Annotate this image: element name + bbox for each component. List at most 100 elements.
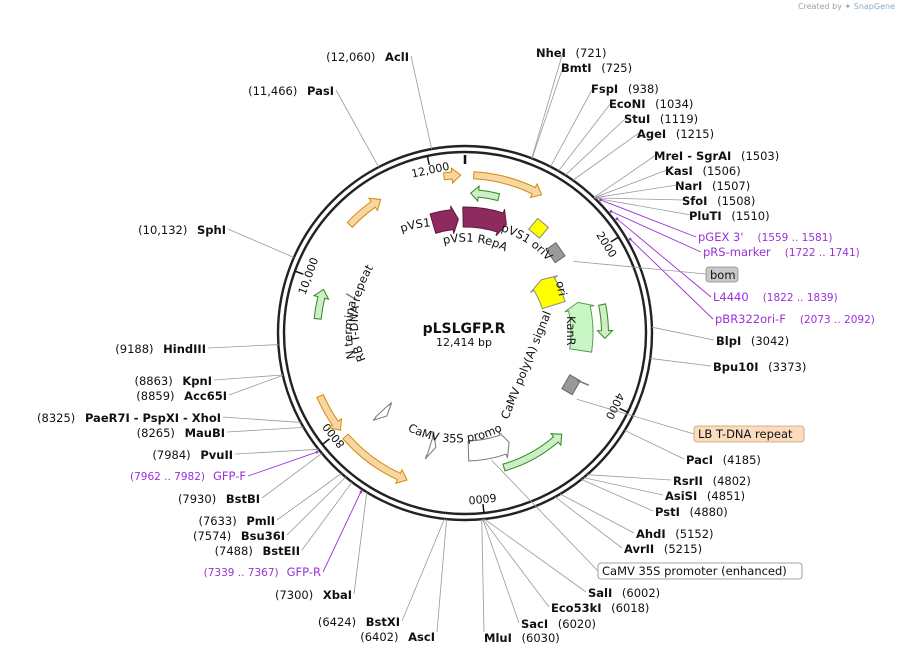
site-leader <box>651 326 715 341</box>
site-leader <box>531 66 564 159</box>
site-label-nhei: NheI (721) <box>536 46 606 60</box>
primer-mark <box>609 209 613 214</box>
bom-label: bom <box>710 268 736 282</box>
site-leader <box>650 358 712 367</box>
scale-tick-label: 4000 <box>603 391 627 422</box>
primer-mark <box>615 217 619 221</box>
site-leader <box>594 197 692 216</box>
site-leader <box>572 132 640 181</box>
camv35s-enhanced-box <box>597 562 803 580</box>
primer-label-pgex3: pGEX 3'(1559 .. 1581) <box>698 230 833 244</box>
orf-arrow-green <box>596 303 614 340</box>
scale-tick <box>482 503 485 514</box>
site-label-kpni: (8863) KpnI <box>134 374 212 388</box>
site-label-avrii: AvrII (5215) <box>624 542 702 556</box>
site-leader <box>594 184 678 199</box>
site-leader <box>593 154 657 198</box>
feature-leader <box>576 398 695 435</box>
site-label-pasi: (11,466) PasI <box>248 84 334 98</box>
primer-leader <box>322 491 362 573</box>
label-pvs1-stara: pVS1 StaA <box>0 0 435 235</box>
rb-tdna-mark <box>345 293 357 301</box>
site-leader <box>594 197 685 201</box>
primer-label-l4440: L4440(1822 .. 1839) <box>713 290 838 304</box>
site-leader <box>301 481 353 551</box>
kanr-arrow <box>564 301 595 353</box>
primer-label-gfp-r: (7339 .. 7367)GFP-R <box>204 565 321 579</box>
label-ori: ori <box>553 280 570 298</box>
snapgene-credit: Created by ✦ SnapGene <box>798 2 895 11</box>
primer-mark <box>598 198 603 202</box>
site-leader <box>261 452 323 499</box>
site-leader <box>207 344 279 349</box>
site-leader <box>276 473 342 521</box>
site-leader <box>581 479 654 512</box>
site-label-xbai: (7300) XbaI <box>275 588 352 602</box>
orf-arrow <box>316 393 343 431</box>
orf-arrow-green <box>502 433 563 472</box>
plasmid-name: pLSLGFP.R <box>423 321 506 337</box>
orf-arrow <box>473 171 543 199</box>
primer-leader <box>247 451 318 477</box>
site-label-maubi: (8265) MauBI <box>137 426 225 440</box>
site-leader <box>481 519 485 633</box>
orf-arrow-green <box>312 288 330 320</box>
primer-mark <box>359 490 363 494</box>
site-label-asisi: AsiSI (4851) <box>665 489 745 503</box>
primer-leader <box>629 238 714 320</box>
site-label-psti: PstI (4880) <box>655 505 728 519</box>
site-label-bpu10i: Bpu10I (3373) <box>713 360 806 374</box>
primer-mark <box>628 237 632 241</box>
site-leader <box>335 89 380 168</box>
pvs1-stara-arrow <box>429 205 459 234</box>
bom-box <box>705 266 739 283</box>
site-label-kasi: KasI (1506) <box>665 164 741 178</box>
site-label-saci: SacI (6020) <box>521 617 596 631</box>
primer-label-gfp-f: (7962 .. 7982)GFP-F <box>130 469 246 483</box>
site-leader <box>227 228 295 258</box>
site-leader <box>222 416 301 423</box>
site-label-agei: AgeI (1215) <box>637 127 714 141</box>
scale-tick <box>610 236 619 243</box>
site-label-stui: StuI (1119) <box>624 112 698 126</box>
site-label-pvuii: (7984) PvuII <box>152 448 233 462</box>
site-leader <box>587 474 672 481</box>
feature-leader <box>573 260 707 275</box>
site-label-mrei-sgrai: MreI - SgrAI (1503) <box>654 149 779 163</box>
site-label-hindiii: (9188) HindIII <box>115 342 206 356</box>
credit-prefix: Created by <box>797 2 842 11</box>
site-label-acc65i: (8859) Acc65I <box>136 389 227 403</box>
primer-leader <box>610 210 702 253</box>
feature-leader <box>491 459 599 572</box>
site-label-blpi: BlpI (3042) <box>716 334 789 348</box>
site-leader <box>234 448 319 455</box>
backbone-outer <box>276 144 654 522</box>
site-leader <box>531 51 564 159</box>
site-leader <box>482 519 520 624</box>
scale-tick <box>294 270 304 275</box>
site-label-eco53ki: Eco53kI (6018) <box>551 601 649 615</box>
primer-label-pbr322ori-f: pBR322ori-F(2073 .. 2092) <box>715 312 875 326</box>
plasmid-size: 12,414 bp <box>436 336 492 349</box>
site-label-asci: (6402) AscI <box>360 630 435 644</box>
primer-label-prs-marker: pRS-marker(1722 .. 1741) <box>703 245 860 259</box>
site-label-bmti: BmtI (725) <box>561 61 632 75</box>
site-leader <box>583 477 664 496</box>
orf-arrow-green <box>469 185 501 203</box>
site-leader <box>624 429 685 460</box>
site-leader <box>226 427 304 433</box>
pvs1-repa-arrow <box>462 206 507 237</box>
site-label-bsteii: (7488) BstEII <box>215 544 300 558</box>
label-son-terminator: SON terminator <box>0 0 359 360</box>
polya-feature-box <box>561 374 581 396</box>
site-label-bstbi: (7930) BstBI <box>178 492 260 506</box>
site-leader <box>484 518 587 593</box>
site-leader <box>436 519 447 633</box>
site-label-mlui: MluI (6030) <box>484 631 560 645</box>
site-label-ahdi: AhdI (5152) <box>636 527 714 541</box>
site-leader <box>550 87 594 167</box>
site-leader <box>286 476 346 536</box>
site-label-paer7i-pspxi-xhoi: (8325) PaeR7I - PspXI - XhoI <box>37 411 221 425</box>
site-leader <box>213 374 283 381</box>
